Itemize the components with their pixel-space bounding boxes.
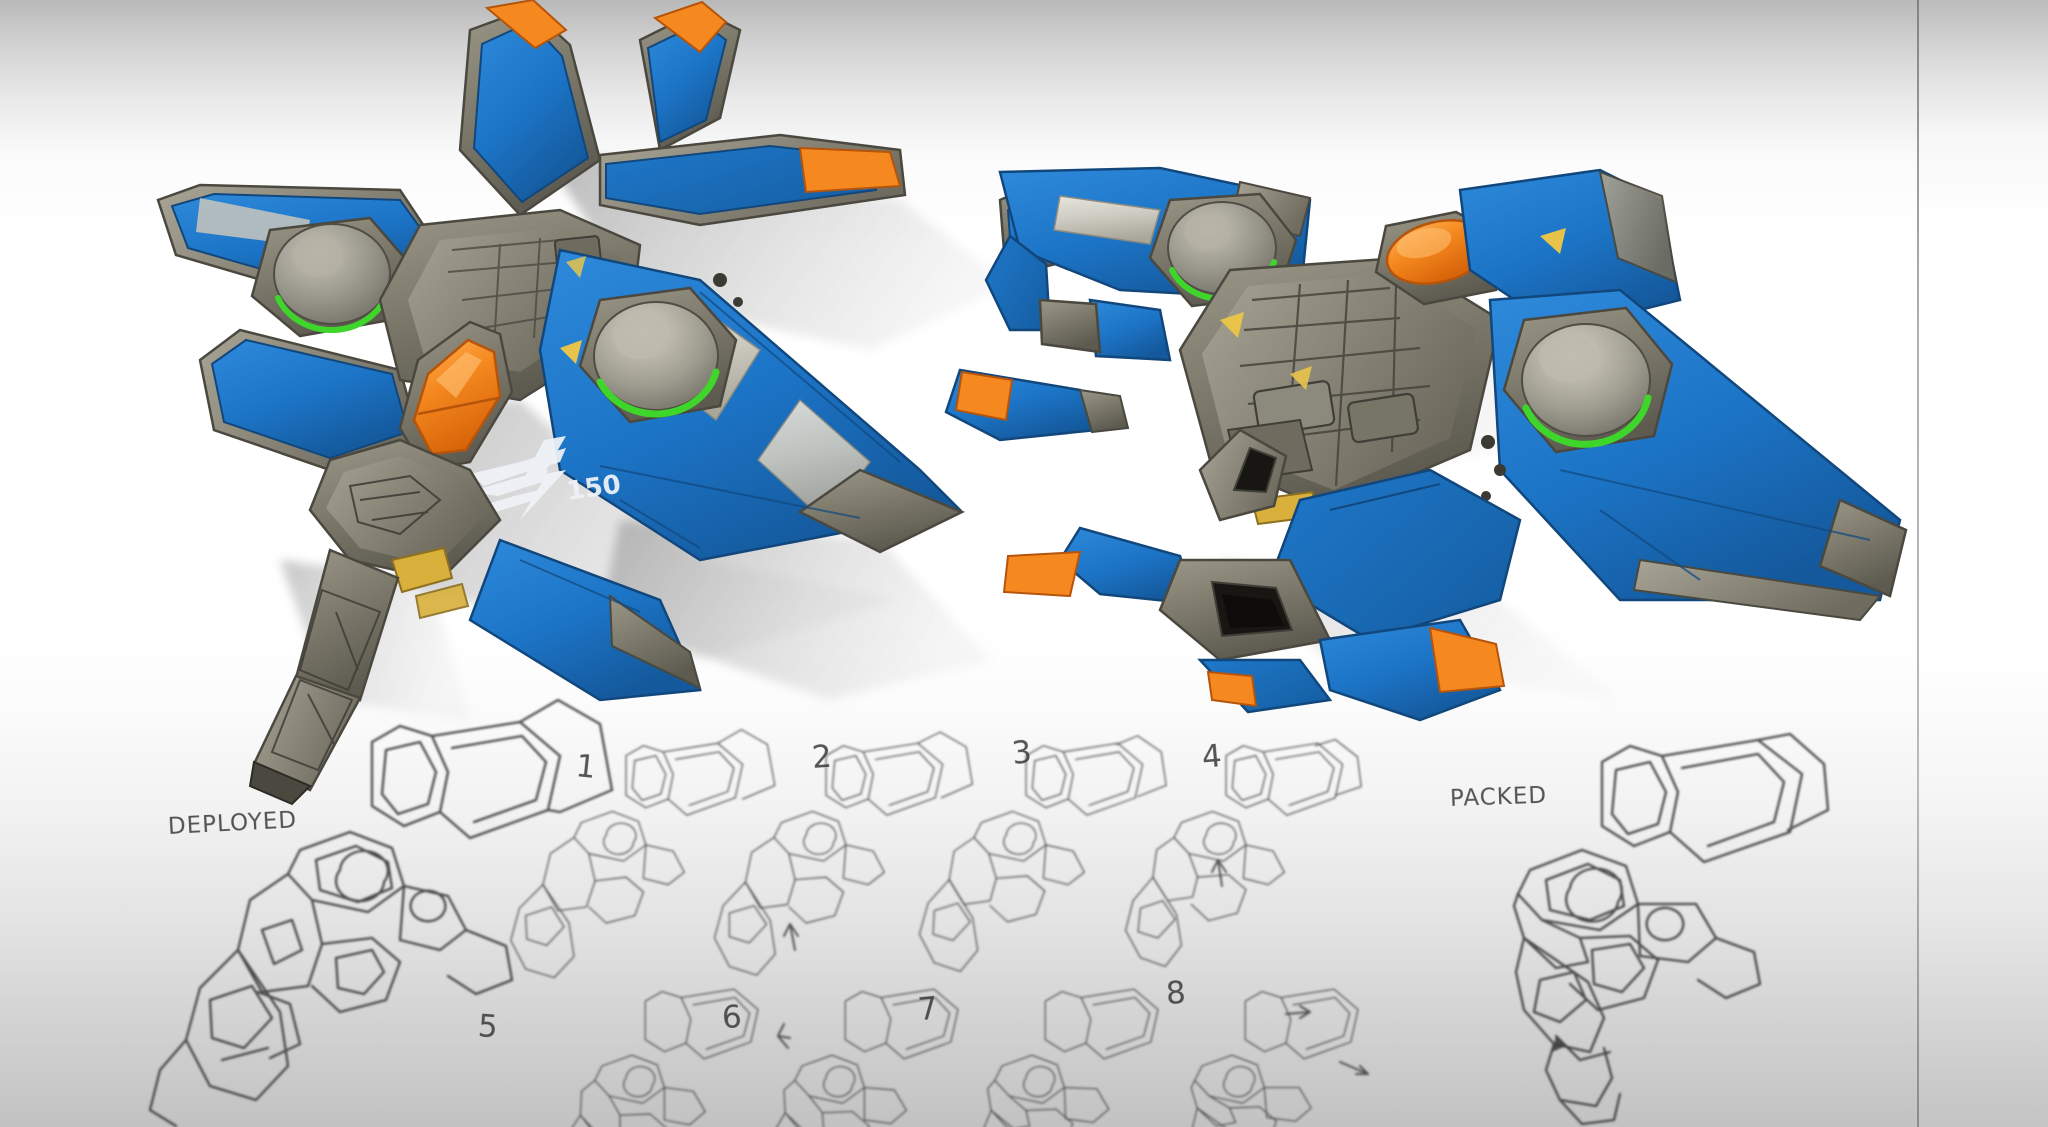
render-left-craft: 150	[156, 0, 966, 806]
sketch-step-5	[571, 988, 759, 1127]
sketch-step-1	[510, 729, 776, 979]
step-number-7: 7	[916, 990, 941, 1028]
sketch-step-8	[1190, 988, 1359, 1127]
step-number-4: 4	[1200, 738, 1225, 776]
right-margin-panel	[1919, 0, 2048, 1127]
sketch-packed	[1512, 732, 1830, 1126]
render-right-craft	[944, 166, 1908, 722]
page-divider	[1917, 0, 1919, 1127]
step-number-5: 5	[476, 1008, 500, 1046]
sketch-deployed	[148, 698, 614, 1127]
sketch-step-3	[918, 735, 1167, 972]
sequence-arrows	[777, 859, 1369, 1075]
sketch-step-2	[713, 731, 973, 976]
svg-text:150: 150	[565, 470, 623, 507]
sketch-step-4	[1125, 738, 1362, 968]
step-number-2: 2	[810, 738, 834, 776]
sketch-step-7	[983, 988, 1159, 1127]
sketch-step-6	[776, 988, 959, 1127]
step-number-1: 1	[574, 748, 599, 787]
step-number-8: 8	[1164, 974, 1188, 1012]
caption-packed: PACKED	[1449, 782, 1548, 812]
step-number-6: 6	[721, 998, 744, 1036]
sketch-sequence-layer	[148, 698, 1830, 1127]
step-number-3: 3	[1010, 733, 1035, 772]
